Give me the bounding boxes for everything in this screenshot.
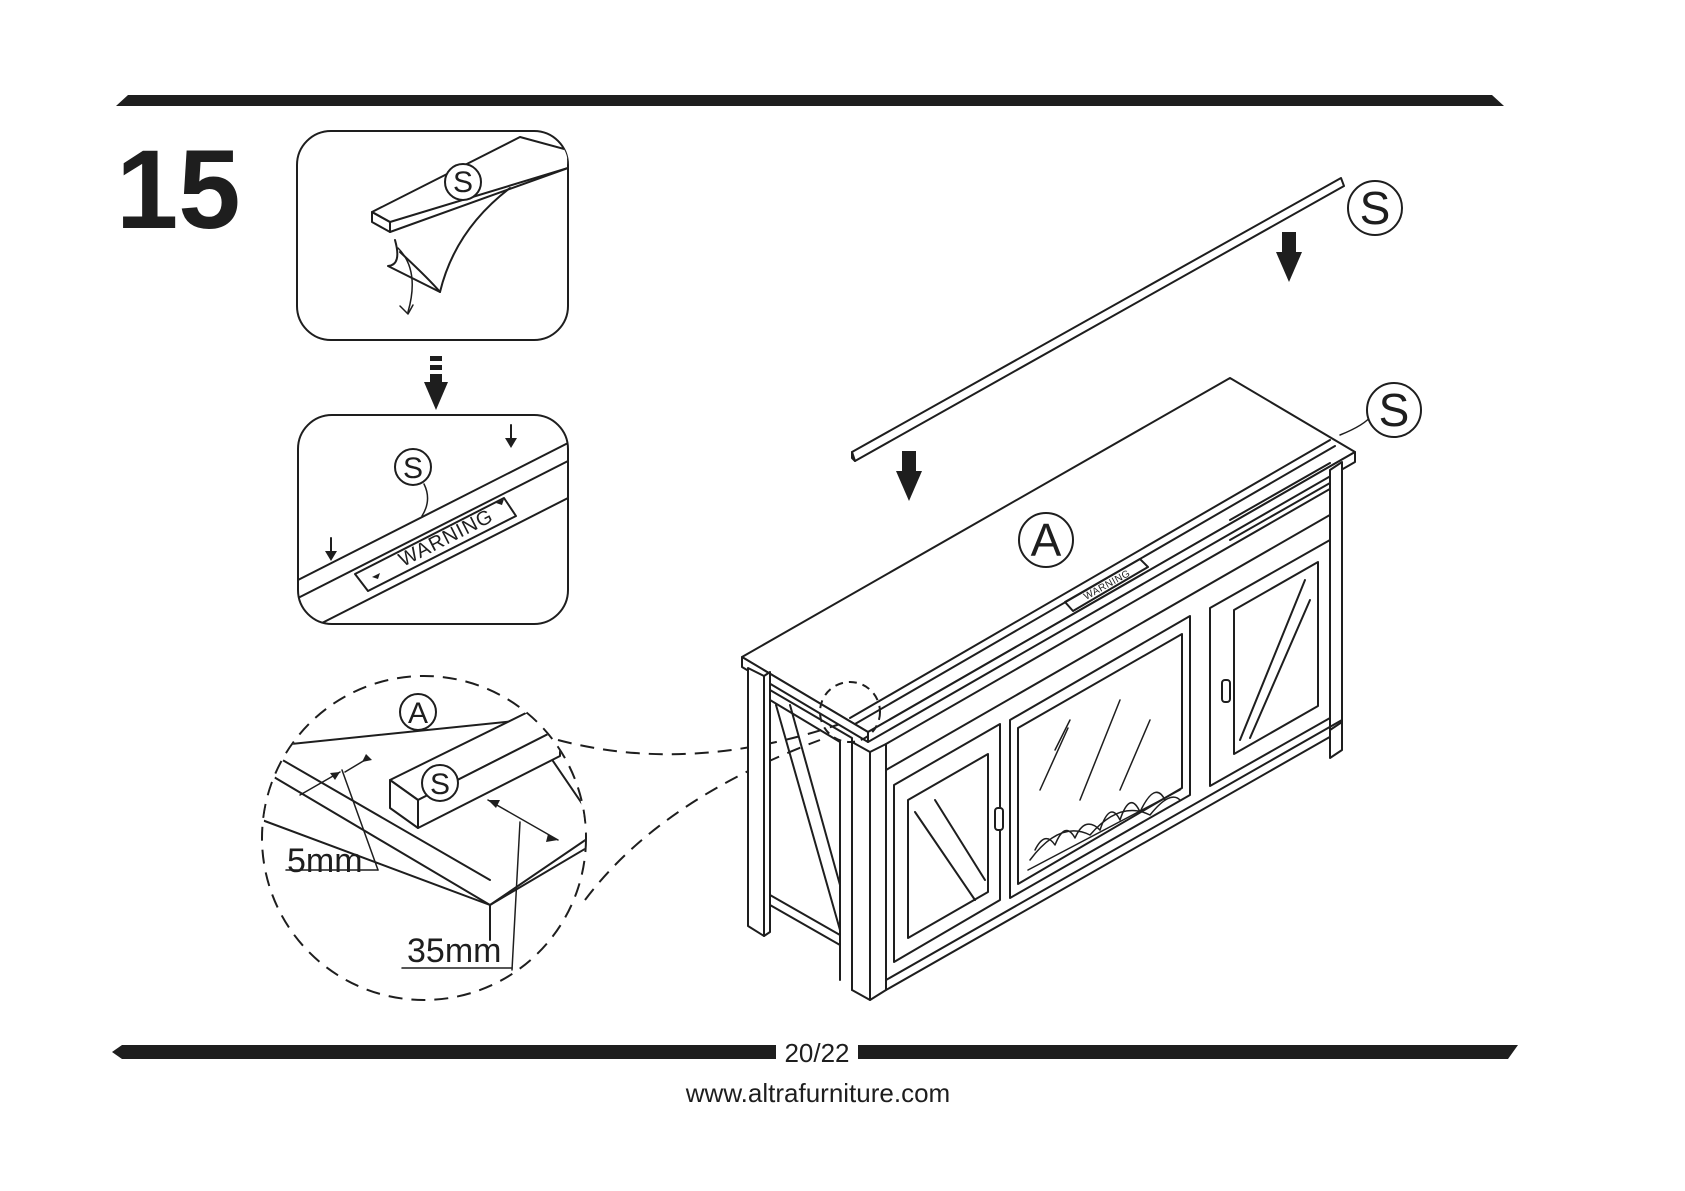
bottom-rule-left (112, 1045, 776, 1059)
dimension-35mm: 35mm (407, 932, 501, 970)
part-s-label-loose: S (1360, 182, 1391, 234)
website-url: www.altrafurniture.com (685, 1078, 950, 1108)
part-s-label-cabinet: S (1379, 384, 1410, 436)
tv-stand-cabinet: WARNING (742, 378, 1421, 1000)
part-s-label-detail3: S (430, 768, 450, 801)
detail-panel-peel: S (297, 131, 568, 340)
top-rule (116, 95, 1504, 106)
part-s-label-detail2: S (403, 452, 423, 485)
step-number: 15 (116, 127, 241, 252)
detail-panel-warning: WARNING S (298, 415, 568, 624)
bottom-rule-right (858, 1045, 1518, 1059)
step-arrow-down (424, 356, 448, 410)
page-number: 20/22 (784, 1038, 849, 1068)
dimension-5mm: 5mm (287, 842, 363, 880)
part-a-label-detail: A (408, 697, 428, 730)
part-a-label-cabinet: A (1031, 514, 1062, 566)
part-s-label-detail1: S (453, 166, 473, 199)
